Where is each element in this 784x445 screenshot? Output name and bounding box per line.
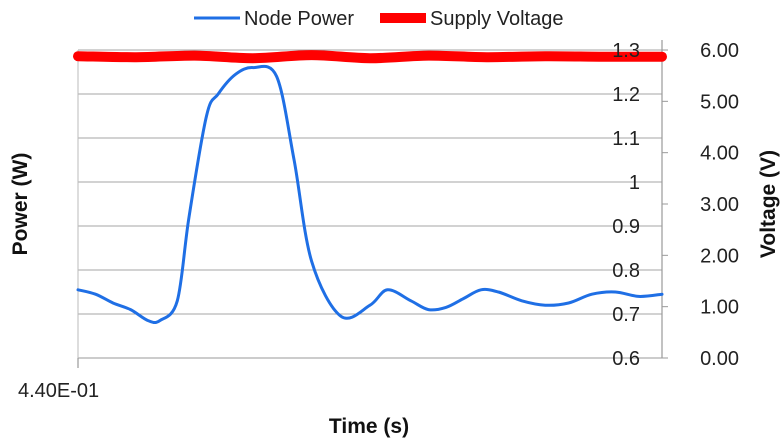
series-layer: [73, 50, 667, 325]
gridlines: [78, 49, 662, 359]
y-left-tick-label: 0.8: [612, 260, 640, 282]
y-right-tick-labels: 0.00 1.00 2.00 3.00 4.00 5.00 6.00: [662, 40, 739, 370]
axes: [77, 40, 663, 368]
y-left-axis-title: Power (W): [9, 153, 32, 256]
series-line-supply-voltage: [73, 50, 667, 64]
y-left-tick-label: 0.7: [612, 304, 640, 326]
y-right-tick-label: 5.00: [700, 91, 739, 113]
y-right-tick-label: 0.00: [700, 348, 739, 370]
y-left-tick-label: 0.6: [612, 348, 640, 370]
legend-label-node-power: Node Power: [244, 8, 354, 30]
y-left-tick-label: 1.2: [612, 84, 640, 106]
y-left-tick-label: 1: [629, 172, 640, 194]
y-left-tick-labels: 0.6 0.7 0.8 0.9 1 1.1 1.2 1.3: [612, 40, 640, 370]
y-right-tick-label: 6.00: [700, 40, 739, 62]
y-left-tick-label: 1.1: [612, 128, 640, 150]
y-right-tick-label: 3.00: [700, 194, 739, 216]
y-left-tick-label: 1.3: [612, 40, 640, 62]
legend-label-supply-voltage: Supply Voltage: [430, 8, 563, 30]
legend: Node Power Supply Voltage: [194, 8, 563, 30]
y-right-tick-label: 4.00: [700, 143, 739, 165]
y-right-tick-label: 1.00: [700, 297, 739, 319]
x-axis-title: Time (s): [329, 415, 409, 438]
x-start-tick-label: 4.40E-01: [18, 380, 99, 402]
y-left-tick-label: 0.9: [612, 216, 640, 238]
y-right-tick-label: 2.00: [700, 245, 739, 267]
y-right-axis-title: Voltage (V): [757, 150, 780, 258]
series-line-node-power: [76, 64, 664, 325]
